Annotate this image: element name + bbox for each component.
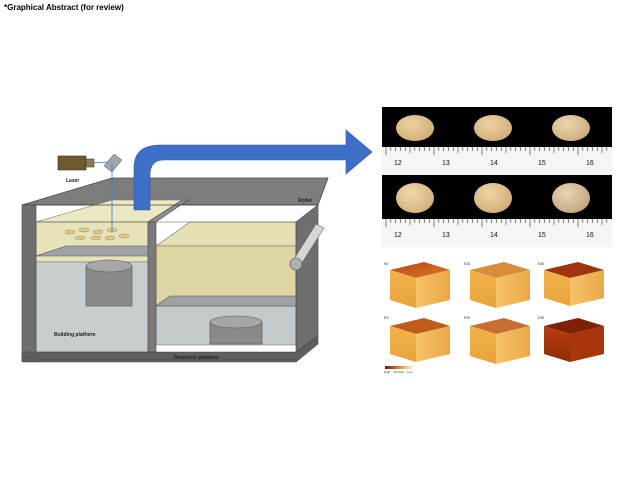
ruler-top-num-3: 14: [490, 160, 498, 167]
cube-label-k30: K30: [538, 262, 545, 266]
cube-k0: [390, 262, 450, 308]
cube-images: [390, 262, 604, 364]
laser-body: [57, 155, 87, 171]
reservoir-piston-top: [209, 315, 263, 329]
housing-left-wall: [21, 204, 37, 361]
cube-e20: [470, 318, 530, 364]
legend-high: High: [384, 370, 391, 374]
ruler-bottom-num-1: 12: [394, 232, 402, 239]
legend-title: Density: [394, 370, 405, 374]
tablet-photo-5: [474, 183, 512, 213]
ruler-bottom-num-2: 13: [442, 232, 450, 239]
legend-low: Low: [407, 370, 413, 374]
divider-front: [147, 221, 157, 353]
cube-label-k0: K0: [384, 262, 389, 266]
cube-e30: [544, 318, 604, 362]
housing-bottom: [21, 335, 319, 363]
label-reservoir-platform: Reservoir platform: [174, 355, 219, 361]
ruler-top-num-1: 12: [394, 160, 402, 167]
building-piston-top: [85, 259, 133, 273]
tablet-photo-1: [396, 115, 434, 141]
tablet-photo-3: [552, 115, 590, 141]
ruler-top: 12 13 14 15 16: [382, 147, 612, 175]
tablet-photo-2: [474, 115, 512, 141]
cube-label-e3: E3: [384, 316, 389, 320]
ruler-top-num-2: 13: [442, 160, 450, 167]
ruler-bottom-num-4: 15: [538, 232, 546, 239]
density-cubes: K0 K20 K30 E3 E20 E30: [382, 258, 612, 374]
cube-k30: [544, 262, 604, 306]
tablet-photo: 12 13 14 15 16 12 13 14 15 16: [382, 107, 612, 247]
laser-beam-horizontal: [93, 161, 109, 164]
tablet-photo-4: [396, 183, 434, 213]
cube-label-e30: E30: [538, 316, 545, 320]
ruler-top-num-4: 15: [538, 160, 546, 167]
roller-end: [289, 257, 303, 271]
reservoir-platform-plate: [155, 295, 307, 307]
cube-k20: [470, 262, 530, 308]
density-legend-bar: [385, 366, 413, 369]
ruler-top-num-5: 16: [586, 160, 594, 167]
ruler-bottom: 12 13 14 15 16: [382, 219, 612, 247]
building-piston: [85, 265, 133, 307]
ruler-bottom-num-5: 16: [586, 232, 594, 239]
label-building-platform: Building platform: [54, 332, 96, 338]
laser-mirror: [103, 153, 123, 173]
cube-label-k20: K20: [464, 262, 471, 266]
right-chamber-powder: [155, 221, 297, 247]
process-arrow: [133, 129, 373, 211]
laser-head: [85, 158, 95, 168]
tablet-photo-6: [552, 183, 590, 213]
label-laser: Laser: [66, 178, 80, 184]
ruler-bottom-num-3: 14: [490, 232, 498, 239]
header-title: *Graphical Abstract (for review): [4, 3, 124, 12]
cube-label-e20: E20: [464, 316, 471, 320]
label-roller: Roller: [298, 198, 313, 204]
cube-e3: [390, 318, 450, 362]
